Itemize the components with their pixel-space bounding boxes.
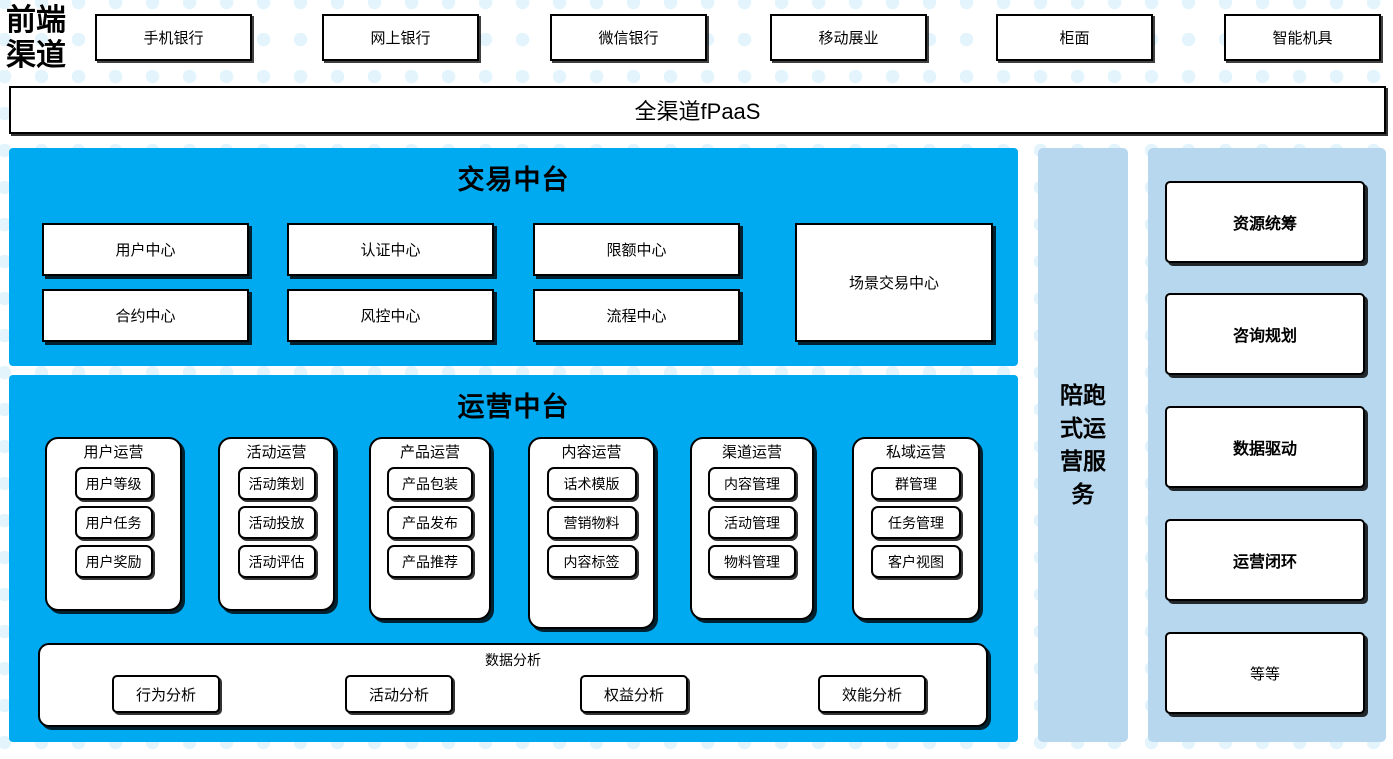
operation-group-content-title: 内容运营	[561, 444, 622, 461]
trade-center-panel: 交易中台 用户中心 认证中心 限额中心 合约中心 风控中心 流程中心 场景交易中…	[9, 148, 1018, 366]
operation-group-campaign[interactable]: 活动运营 活动策划 活动投放 活动评估	[218, 437, 335, 611]
escort-line-2: 式运	[1060, 415, 1106, 441]
front-channel-label-line1: 前端	[6, 4, 66, 37]
operation-item-task-manage[interactable]: 任务管理	[871, 506, 961, 539]
channel-mobile-biz[interactable]: 移动展业	[770, 14, 927, 61]
escort-line-3: 营服	[1060, 448, 1106, 474]
channel-online-bank[interactable]: 网上银行	[322, 14, 479, 61]
channel-smart-machine[interactable]: 智能机具	[1224, 14, 1381, 61]
operation-item-content-manage[interactable]: 内容管理	[708, 467, 796, 500]
service-item-resource-coordination[interactable]: 资源统筹	[1165, 181, 1365, 263]
trade-box-auth-center[interactable]: 认证中心	[287, 223, 494, 276]
escort-line-4: 务	[1071, 481, 1095, 507]
operation-group-private-domain[interactable]: 私域运营 群管理 任务管理 客户视图	[852, 437, 980, 620]
operation-item-user-task[interactable]: 用户任务	[74, 506, 153, 539]
escort-service-panel: 陪跑 式运 营服 务	[1038, 148, 1128, 742]
trade-box-scenario-trade-center[interactable]: 场景交易中心	[795, 223, 993, 342]
operation-item-product-release[interactable]: 产品发布	[387, 506, 473, 539]
operation-group-campaign-title: 活动运营	[246, 444, 307, 461]
service-item-data-driven[interactable]: 数据驱动	[1165, 406, 1365, 488]
service-item-operation-loop[interactable]: 运营闭环	[1165, 519, 1365, 601]
trade-box-process-center[interactable]: 流程中心	[533, 289, 740, 342]
operation-item-group-manage[interactable]: 群管理	[871, 467, 961, 500]
operation-item-campaign-review[interactable]: 活动评估	[237, 545, 316, 578]
omnichannel-fpaas-bar[interactable]: 全渠道fPaaS	[9, 86, 1386, 134]
analysis-item-behavior[interactable]: 行为分析	[112, 675, 220, 713]
trade-center-title: 交易中台	[457, 165, 570, 195]
analysis-item-campaign[interactable]: 活动分析	[345, 675, 453, 713]
operation-center-title: 运营中台	[457, 392, 570, 422]
front-channel-label: 前端 渠道	[6, 2, 84, 74]
trade-box-contract-center[interactable]: 合约中心	[42, 289, 249, 342]
operation-group-private-domain-title: 私域运营	[885, 444, 946, 461]
analysis-item-efficiency[interactable]: 效能分析	[818, 675, 926, 713]
operation-group-user-title: 用户运营	[83, 444, 144, 461]
front-channel-label-line2: 渠道	[6, 39, 66, 72]
operation-item-user-level[interactable]: 用户等级	[74, 467, 153, 500]
data-analysis-title: 数据分析	[485, 652, 541, 668]
channel-wechat-bank[interactable]: 微信银行	[550, 14, 707, 61]
trade-box-user-center[interactable]: 用户中心	[42, 223, 249, 276]
operation-item-customer-view[interactable]: 客户视图	[871, 545, 961, 578]
operation-group-channel-title: 渠道运营	[721, 444, 782, 461]
operation-group-user[interactable]: 用户运营 用户等级 用户任务 用户奖励	[45, 437, 182, 611]
channel-counter[interactable]: 柜面	[996, 14, 1153, 61]
operation-item-asset-manage[interactable]: 物料管理	[708, 545, 796, 578]
operation-item-campaign-delivery[interactable]: 活动投放	[237, 506, 316, 539]
operation-group-product-title: 产品运营	[399, 444, 460, 461]
data-analysis-panel: 数据分析 行为分析 活动分析 权益分析 效能分析	[38, 643, 988, 727]
escort-service-label: 陪跑 式运 营服 务	[1052, 379, 1114, 511]
channel-mobile-bank[interactable]: 手机银行	[95, 14, 252, 61]
escort-line-1: 陪跑	[1060, 382, 1106, 408]
operation-item-campaign-manage[interactable]: 活动管理	[708, 506, 796, 539]
operation-item-content-tag[interactable]: 内容标签	[546, 545, 637, 578]
trade-box-limit-center[interactable]: 限额中心	[533, 223, 740, 276]
service-item-etc[interactable]: 等等	[1165, 632, 1365, 714]
operation-item-product-recommend[interactable]: 产品推荐	[387, 545, 473, 578]
trade-box-risk-center[interactable]: 风控中心	[287, 289, 494, 342]
operation-group-content[interactable]: 内容运营 话术模版 营销物料 内容标签	[528, 437, 655, 629]
operation-item-campaign-plan[interactable]: 活动策划	[237, 467, 316, 500]
operation-item-marketing-asset[interactable]: 营销物料	[546, 506, 637, 539]
operation-item-script-template[interactable]: 话术模版	[546, 467, 637, 500]
operation-group-channel[interactable]: 渠道运营 内容管理 活动管理 物料管理	[690, 437, 814, 620]
service-item-consulting-planning[interactable]: 咨询规划	[1165, 293, 1365, 375]
analysis-item-benefit[interactable]: 权益分析	[580, 675, 688, 713]
service-capability-panel: 资源统筹 咨询规划 数据驱动 运营闭环 等等	[1148, 148, 1386, 742]
operation-item-product-packaging[interactable]: 产品包装	[387, 467, 473, 500]
operation-group-product[interactable]: 产品运营 产品包装 产品发布 产品推荐	[369, 437, 491, 620]
operation-item-user-reward[interactable]: 用户奖励	[74, 545, 153, 578]
